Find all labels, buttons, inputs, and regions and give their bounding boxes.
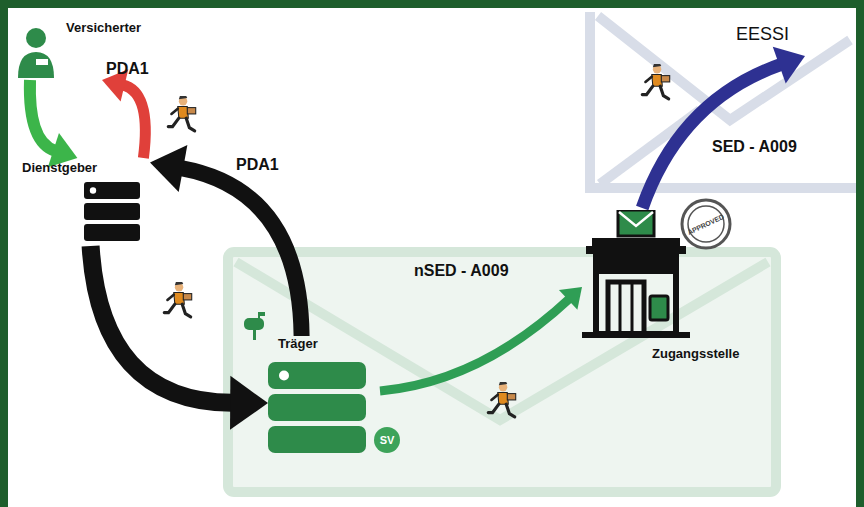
arrow-shaft — [30, 80, 55, 151]
arrow-shaft — [642, 64, 781, 208]
edge-label: nSED - A009 — [414, 262, 509, 280]
flow-arrow — [642, 47, 805, 208]
arrow-head — [559, 287, 582, 310]
logo-text: SV — [380, 434, 395, 446]
arrow-shaft — [181, 168, 302, 336]
arrow-head — [150, 145, 187, 192]
node-label: Dienstgeber — [22, 160, 97, 175]
flow-arrow — [91, 246, 268, 430]
node-label: EESSI — [736, 24, 789, 45]
edge-label: SED - A009 — [712, 138, 797, 156]
person-icon — [14, 26, 58, 80]
flow-arrow — [150, 145, 302, 336]
edge-label: PDA1 — [236, 156, 279, 174]
arrow-head — [773, 47, 805, 84]
serverBlack-icon — [84, 182, 140, 241]
node-label: Träger — [278, 336, 318, 351]
edge-label: PDA1 — [106, 60, 149, 78]
building-icon — [582, 210, 690, 338]
node-box: Zugangsstelle — [582, 208, 754, 366]
flow-arrow — [30, 80, 78, 167]
node-label: Versicherter — [66, 20, 141, 35]
node-box: Träger — [268, 336, 380, 458]
serverGreen-icon — [268, 362, 366, 453]
flow-arrow — [380, 287, 582, 391]
stamp-text: APPROVED — [687, 213, 726, 236]
node-box: EESSI — [700, 16, 850, 56]
node-box: Dienstgeber — [18, 158, 150, 246]
arrow-shaft — [380, 299, 570, 391]
arrow-head — [230, 376, 268, 430]
node-box: Versicherter — [14, 14, 174, 80]
node-label: Zugangsstelle — [652, 346, 739, 361]
arrow-shaft — [123, 85, 146, 158]
flow-arrow — [102, 69, 145, 158]
arrow-shaft — [91, 246, 233, 403]
